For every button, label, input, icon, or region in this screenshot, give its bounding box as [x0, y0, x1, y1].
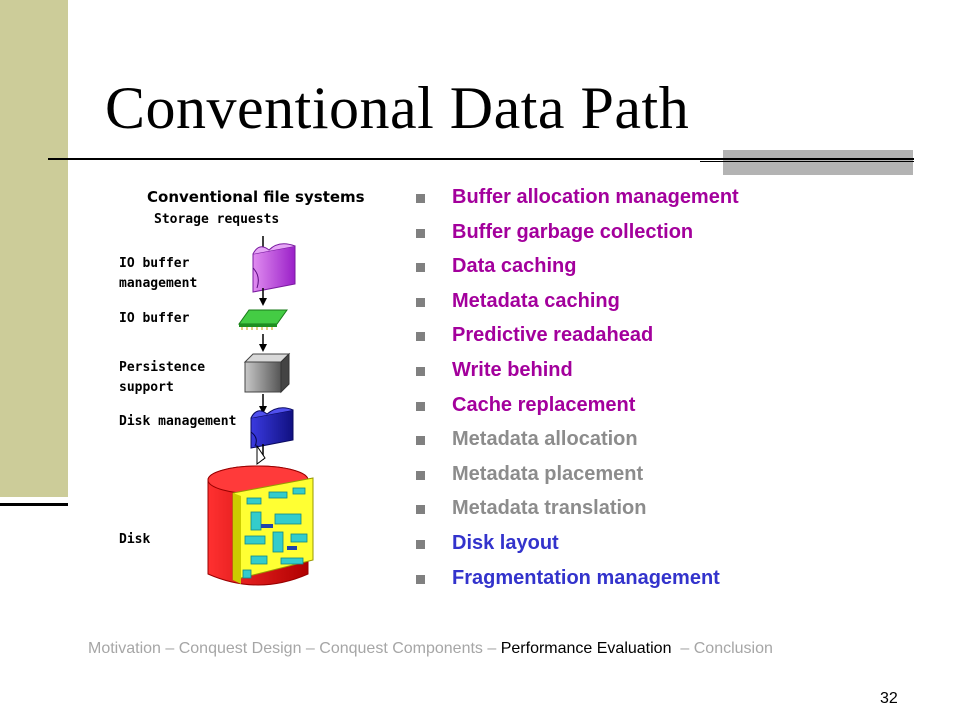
bullet-square-icon: [416, 539, 425, 549]
bullet-square-icon: [416, 228, 425, 238]
footer-separator: –: [675, 640, 694, 657]
list-item: Buffer allocation management: [412, 180, 739, 215]
bullet-square-icon: [416, 470, 425, 480]
list-item: Metadata caching: [412, 284, 739, 319]
label-disk-management: Disk management: [119, 414, 237, 429]
diagram-subtitle: Storage requests: [154, 212, 280, 227]
arrow-icon: [259, 334, 267, 352]
footer-item-motivation[interactable]: Motivation: [88, 640, 161, 657]
bullet-text: Fragmentation management: [452, 566, 720, 589]
footer-separator: –: [301, 640, 320, 657]
bullet-square-icon: [416, 436, 425, 446]
bullet-text: Metadata allocation: [452, 428, 638, 451]
io-buffer-management-shape: [252, 243, 296, 293]
bullet-text: Disk layout: [452, 531, 559, 554]
disk-shape: [207, 465, 314, 586]
footer-item-performance-evaluation[interactable]: Performance Evaluation: [500, 640, 672, 657]
list-item: Buffer garbage collection: [412, 215, 739, 250]
bullet-square-icon: [416, 366, 425, 376]
arrow-icon: [259, 394, 267, 414]
list-item: Data caching: [412, 249, 739, 284]
list-item: Disk layout: [412, 526, 739, 561]
list-item: Write behind: [412, 353, 739, 388]
label-persistence-support: Persistence support: [119, 360, 206, 395]
list-item: Metadata placement: [412, 457, 739, 492]
disk-management-shape: [250, 407, 294, 449]
bullet-square-icon: [416, 332, 425, 342]
bullet-text: Buffer allocation management: [452, 186, 739, 208]
page-number: 32: [880, 690, 898, 707]
bullet-text: Write behind: [452, 358, 573, 381]
feature-bullet-list: Buffer allocation management Buffer garb…: [412, 180, 739, 595]
bullet-square-icon: [416, 194, 425, 203]
bullet-square-icon: [416, 297, 425, 307]
footer-item-conquest-design[interactable]: Conquest Design: [178, 640, 302, 657]
label-io-buffer: IO buffer: [119, 311, 190, 326]
bullet-text: Data caching: [452, 255, 577, 278]
sidebar-rule: [0, 503, 68, 506]
arrow-icon: [259, 288, 267, 306]
data-path-diagram: [207, 236, 314, 586]
label-io-buffer-management: IO buffer management: [119, 256, 198, 291]
bullet-text: Buffer garbage collection: [452, 220, 694, 243]
bullet-square-icon: [416, 505, 425, 515]
list-item: Predictive readahead: [412, 318, 739, 353]
footer-item-conquest-components[interactable]: Conquest Components: [319, 640, 483, 657]
slide-sidebar-decoration: [0, 0, 68, 497]
list-item: Metadata translation: [412, 491, 739, 526]
bullet-text: Metadata caching: [452, 289, 620, 312]
bullet-square-icon: [416, 263, 425, 273]
label-disk: Disk: [119, 532, 151, 547]
bullet-square-icon: [416, 401, 425, 411]
title-rule-secondary: [700, 161, 914, 162]
footer-separator: –: [482, 640, 501, 657]
bullet-square-icon: [416, 574, 425, 584]
bullet-text: Predictive readahead: [452, 324, 654, 347]
persistence-support-shape: [243, 352, 291, 394]
list-item: Cache replacement: [412, 388, 739, 423]
title-accent-block: [723, 150, 913, 175]
list-item: Metadata allocation: [412, 422, 739, 457]
footer-item-conclusion[interactable]: Conclusion: [693, 640, 773, 657]
bullet-text: Cache replacement: [452, 393, 636, 416]
footer-navigation: Motivation – Conquest Design – Conquest …: [88, 640, 773, 658]
bullet-text: Metadata translation: [452, 497, 647, 520]
diagram-title: Conventional file systems: [147, 188, 365, 206]
bullet-text: Metadata placement: [452, 462, 644, 485]
footer-separator: –: [160, 640, 179, 657]
slide-title: Conventional Data Path: [105, 75, 690, 141]
arrow-icon: [256, 444, 266, 465]
list-item: Fragmentation management: [412, 561, 739, 596]
title-rule: [48, 158, 914, 160]
io-buffer-chip-shape: [238, 309, 288, 330]
